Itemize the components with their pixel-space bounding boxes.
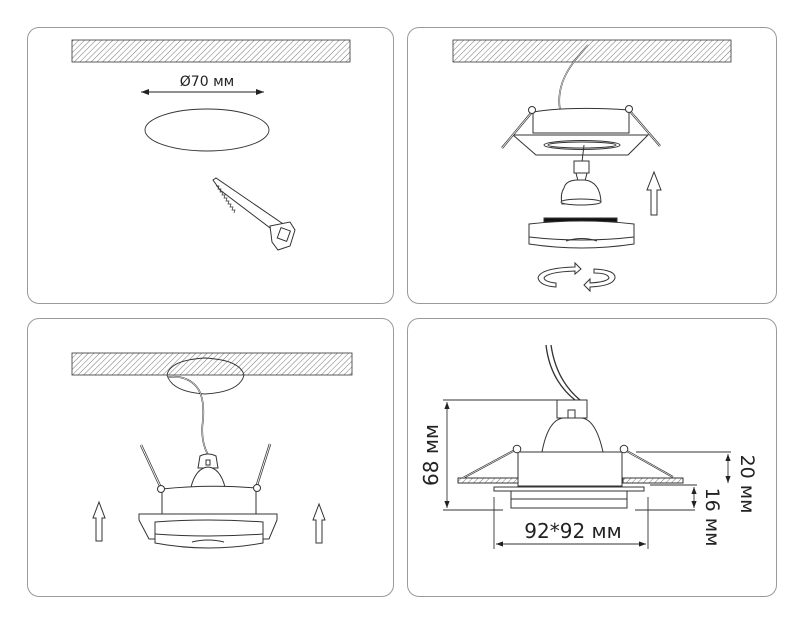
gu10-lamp bbox=[560, 144, 602, 206]
cable bbox=[167, 375, 209, 456]
depth-bottom-label: 16 мм bbox=[701, 488, 723, 547]
up-arrow-icon bbox=[312, 502, 326, 544]
ceiling-slab bbox=[452, 39, 732, 63]
rotate-arrows-icon bbox=[537, 261, 616, 293]
ceiling-slab bbox=[71, 352, 353, 376]
panel-insert-lamp bbox=[407, 27, 777, 304]
ceiling-hole bbox=[166, 357, 245, 395]
diameter-dimension: Ø70 мм bbox=[141, 74, 264, 95]
depth-top-label: 20 мм bbox=[736, 455, 758, 514]
ceiling-slab bbox=[71, 39, 351, 63]
panel-cut-hole bbox=[27, 27, 394, 304]
width-label: 92*92 мм bbox=[524, 519, 621, 543]
diameter-label: Ø70 мм bbox=[180, 74, 234, 90]
spotlight-assembly bbox=[138, 443, 278, 549]
hole-outline bbox=[144, 108, 270, 152]
frame bbox=[501, 105, 661, 156]
decorative-ring bbox=[528, 217, 635, 249]
dimension-lines bbox=[443, 399, 731, 549]
height-label: 68 мм bbox=[419, 424, 443, 486]
saw-icon bbox=[212, 177, 296, 251]
up-arrow-icon bbox=[646, 170, 662, 216]
up-arrow-icon bbox=[92, 500, 106, 542]
dimension-drawing bbox=[457, 344, 684, 509]
